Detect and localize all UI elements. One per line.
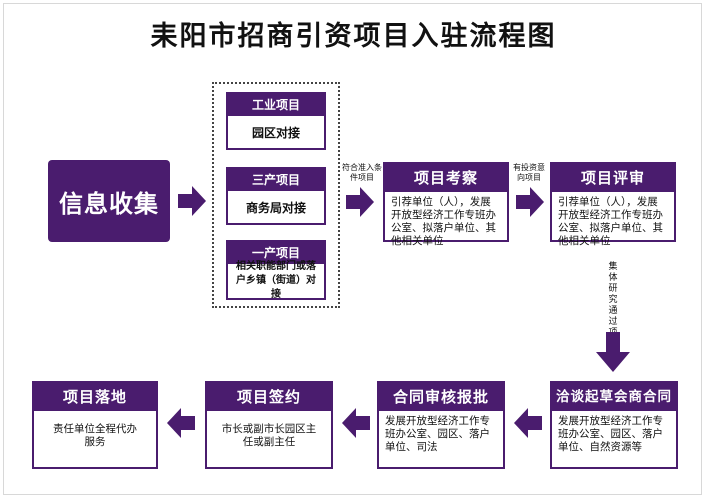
project-inspection-body: 引荐单位（人），发展开放型经济工作专班办公室、拟落户单位、其他相关单位 (391, 196, 496, 247)
project-type-group (212, 82, 340, 308)
contract-approval-header: 合同审核报批 (379, 383, 503, 411)
tertiary-project-box: 三产项目 商务局对接 (226, 167, 326, 225)
contract-negotiation-body: 发展开放型经济工作专班办公室、园区、落户单位、自然资源等 (558, 415, 663, 453)
arrow-left-icon (167, 408, 195, 438)
contract-negotiation-card: 洽谈起草会商合同 发展开放型经济工作专班办公室、园区、落户单位、自然资源等 (550, 381, 678, 469)
page-title: 耒阳市招商引资项目入驻流程图 (150, 21, 557, 52)
arrow-left-icon (342, 408, 370, 438)
project-review-header: 项目评审 (552, 164, 674, 192)
project-review-body: 引荐单位（人），发展开放型经济工作专班办公室、拟落户单位、其他相关单位 (558, 196, 663, 247)
label-qualified-projects: 符合准入条件项目 (342, 163, 382, 182)
tertiary-project-header: 三产项目 (228, 169, 324, 191)
project-signing-header: 项目签约 (207, 383, 331, 411)
label-investment-intent: 有投资意向项目 (513, 163, 545, 182)
primary-project-header: 一产项目 (228, 242, 324, 264)
info-collection-node: 信息收集 (48, 160, 170, 242)
project-inspection-card: 项目考察 引荐单位（人），发展开放型经济工作专班办公室、拟落户单位、其他相关单位 (383, 162, 509, 247)
project-signing-body: 市长或副市长园区主任或副主任 (221, 423, 317, 448)
arrow-right-icon (516, 187, 544, 217)
arrow-left-icon (514, 408, 542, 438)
industrial-project-header: 工业项目 (228, 94, 324, 116)
project-landing-card: 项目落地 责任单位全程代办服务 (32, 381, 158, 469)
project-landing-body: 责任单位全程代办服务 (53, 423, 137, 448)
contract-approval-body: 发展开放型经济工作专班办公室、园区、落户单位、司法 (385, 415, 490, 453)
project-landing-header: 项目落地 (34, 383, 156, 411)
primary-project-body: 相关职能部门或落户乡镇（街道）对接 (236, 261, 316, 300)
industrial-project-box: 工业项目 园区对接 (226, 92, 326, 150)
project-review-card: 项目评审 引荐单位（人），发展开放型经济工作专班办公室、拟落户单位、其他相关单位 (550, 162, 676, 247)
project-signing-card: 项目签约 市长或副市长园区主任或副主任 (205, 381, 333, 469)
page-frame (3, 3, 702, 495)
arrow-right-icon (178, 186, 206, 216)
primary-project-box: 一产项目 相关职能部门或落户乡镇（街道）对接 (226, 240, 326, 300)
arrow-right-icon (346, 187, 374, 217)
industrial-project-body: 园区对接 (251, 125, 300, 140)
project-inspection-header: 项目考察 (385, 164, 507, 192)
contract-approval-card: 合同审核报批 发展开放型经济工作专班办公室、园区、落户单位、司法 (377, 381, 505, 469)
contract-negotiation-header: 洽谈起草会商合同 (552, 383, 676, 411)
tertiary-project-body: 商务局对接 (245, 200, 306, 215)
arrow-down-icon (596, 332, 630, 372)
